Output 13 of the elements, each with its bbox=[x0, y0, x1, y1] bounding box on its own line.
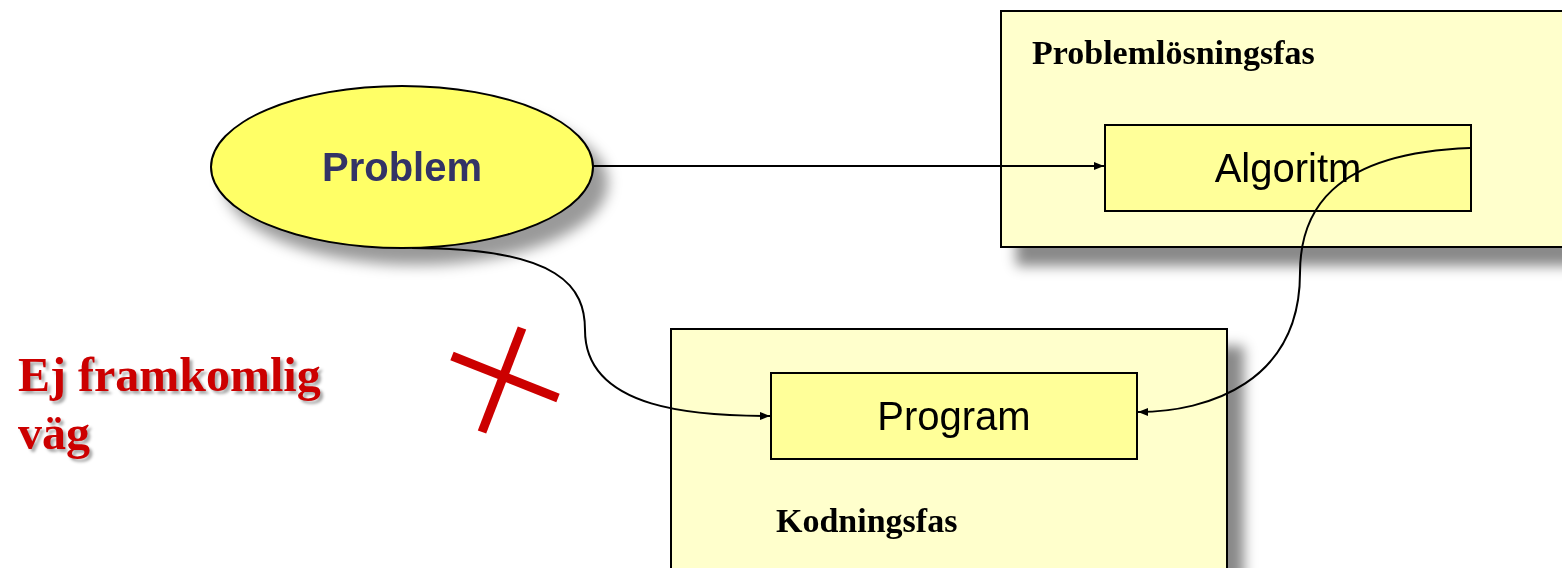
panel-heading: Kodningsfas bbox=[776, 502, 958, 540]
phase-panel bbox=[670, 328, 1228, 568]
node-label: Algoritm bbox=[1214, 145, 1362, 191]
arrow bbox=[592, 162, 1105, 170]
phase-panel bbox=[1000, 10, 1562, 248]
process-box bbox=[770, 372, 1138, 460]
annotation-text: Ej framkomlig väg bbox=[18, 347, 322, 461]
arrow bbox=[1137, 147, 1471, 416]
arrow bbox=[411, 247, 771, 420]
node-label: Problem bbox=[322, 144, 482, 190]
panel-heading: Problemlösningsfas bbox=[1032, 34, 1315, 72]
process-box bbox=[1104, 124, 1472, 212]
node-label: Program bbox=[877, 393, 1031, 439]
